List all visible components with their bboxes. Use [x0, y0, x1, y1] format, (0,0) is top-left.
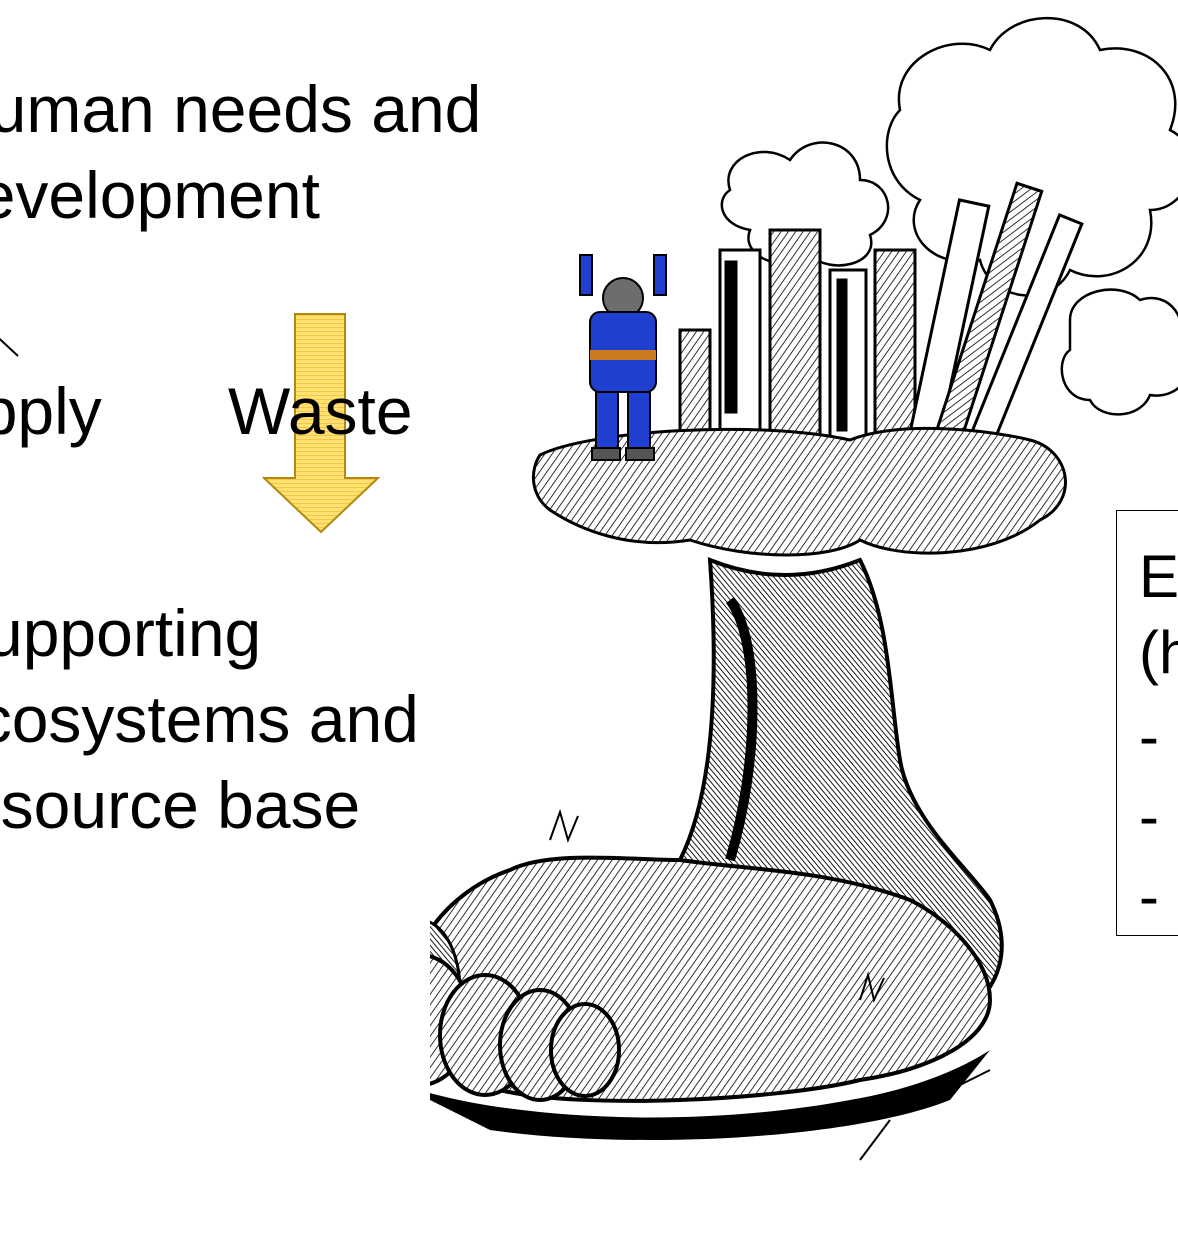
human-needs-line2: development — [0, 158, 320, 232]
side-box-line-4: - — [1139, 783, 1159, 850]
side-box-line-5: - — [1139, 863, 1159, 930]
side-box-line-1: E — [1139, 543, 1178, 610]
toes — [430, 954, 621, 1102]
supply-label: Supply — [0, 374, 102, 448]
city-buildings — [678, 181, 1084, 482]
ground-shadow — [430, 1050, 990, 1140]
side-info-box: E (h - - - - [* E — [1116, 510, 1178, 936]
astronaut-figure — [579, 254, 667, 461]
side-box-line-2: (h — [1139, 619, 1178, 686]
side-box-line-3: - — [1139, 703, 1159, 770]
city-platform — [531, 426, 1067, 557]
waste-arrow-icon — [262, 313, 380, 534]
grass-tufts — [549, 808, 991, 1161]
human-needs-line1: Human needs and — [0, 72, 482, 146]
footprint-foot-illustration — [430, 16, 1178, 1161]
waste-label: Waste — [228, 374, 413, 448]
supply-arrow-icon — [0, 337, 19, 357]
supporting-line2: ecosystems and — [0, 682, 419, 756]
supporting-line3: resource base — [0, 768, 361, 842]
supporting-line1: Supporting — [0, 596, 262, 670]
